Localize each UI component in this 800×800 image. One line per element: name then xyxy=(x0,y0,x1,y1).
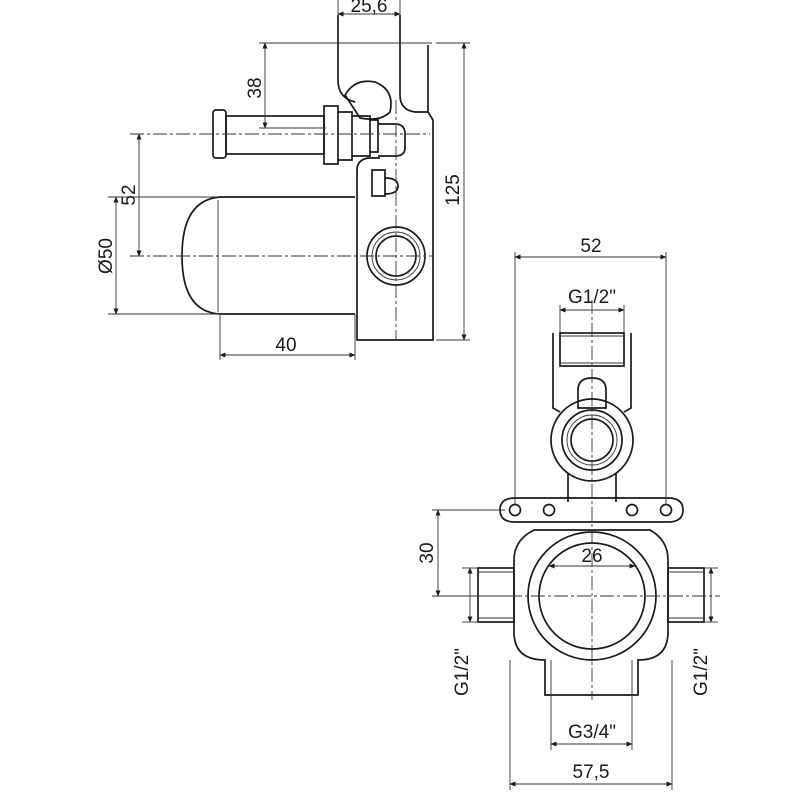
cover-outline xyxy=(181,196,355,315)
spindle-collar xyxy=(323,105,339,165)
dim-cover-offset: 52 xyxy=(119,184,140,205)
spindle-body-joint xyxy=(378,123,406,157)
main-body-outline xyxy=(513,529,669,696)
spindle-shaft xyxy=(225,115,325,155)
clip-detail xyxy=(371,169,399,197)
stem-bulb xyxy=(344,80,392,120)
dim-top-width: 25,6 xyxy=(351,0,388,17)
dim-stem-height: 38 xyxy=(245,77,266,98)
dim-left-thread: G1/2" xyxy=(452,648,473,696)
dim-cover-diameter: Ø50 xyxy=(96,238,117,274)
flange-hole-3 xyxy=(625,503,639,517)
dim-cover-depth: 40 xyxy=(275,335,296,356)
dim-total-height: 125 xyxy=(443,174,464,206)
flange-hole-4 xyxy=(659,503,673,517)
front-view: 52 G1/2" 30 26 G1/2" G1/2" G3/4" 57 xyxy=(417,236,720,790)
flange-hole-2 xyxy=(542,503,556,517)
dim-center-height: 30 xyxy=(417,542,438,563)
dim-right-thread: G1/2" xyxy=(691,648,712,696)
side-view: 25,6 38 125 52 Ø50 40 xyxy=(96,0,470,360)
dim-body-width: 57,5 xyxy=(573,762,610,783)
neck-housing xyxy=(552,333,632,413)
dim-bore: 26 xyxy=(581,546,602,567)
neck-slot xyxy=(577,377,607,409)
dim-flange-width: 52 xyxy=(580,236,601,257)
spindle-nut xyxy=(338,111,379,161)
stem-neck xyxy=(337,15,428,113)
mounting-flange xyxy=(499,497,684,523)
dim-top-thread: G1/2" xyxy=(568,287,616,308)
right-port xyxy=(667,567,705,623)
dim-bottom-thread: G3/4" xyxy=(568,722,616,743)
flange-hole-1 xyxy=(508,503,522,517)
wall-body-outline xyxy=(356,45,434,341)
left-port xyxy=(477,567,515,623)
body-rear-line xyxy=(356,157,380,197)
